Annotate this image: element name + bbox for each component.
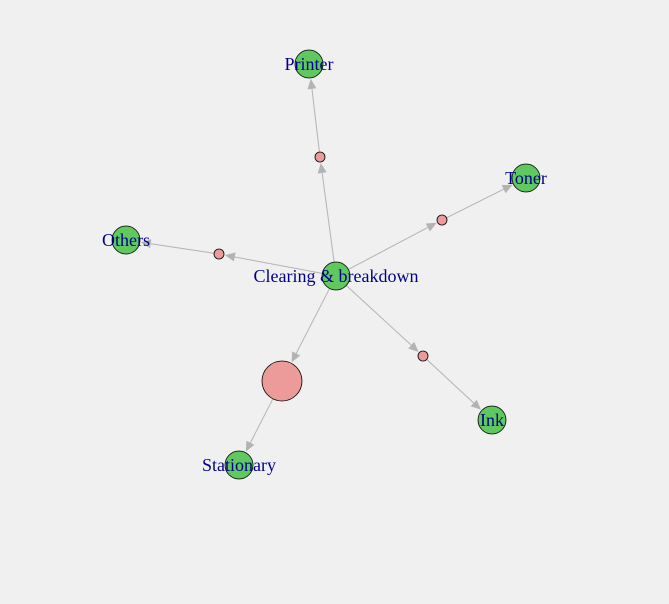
node-label-printer: Printer <box>285 54 334 74</box>
arrow-head-stationary <box>245 440 255 452</box>
item-node-printer <box>294 49 324 79</box>
nodes-layer <box>111 49 541 480</box>
edge-clearing-to-r_stationary <box>295 288 331 354</box>
arrow-head-r_stationary <box>291 351 301 363</box>
item-node-ink <box>477 405 507 435</box>
edge-r_ink-to-ink <box>426 359 475 404</box>
edge-r_toner-to-toner <box>446 188 504 219</box>
edge-clearing-to-r_ink <box>345 285 412 346</box>
arrow-head-r_printer <box>317 162 327 174</box>
item-node-toner <box>511 163 541 193</box>
node-label-toner: Toner <box>505 168 547 188</box>
edge-r_printer-to-printer <box>311 88 320 153</box>
edge-clearing-to-r_toner <box>348 227 429 270</box>
node-label-others: Others <box>102 230 150 250</box>
node-label-stationary: Stationary <box>202 455 276 475</box>
rule-node-ink <box>417 350 429 362</box>
item-node-stationary <box>224 450 254 480</box>
edge-clearing-to-r_others <box>234 256 323 274</box>
edge-r_stationary-to-stationary <box>249 398 274 443</box>
edges-layer <box>140 78 513 452</box>
node-label-clearing: Clearing & breakdown <box>254 266 419 286</box>
labels-layer: Clearing & breakdown PrinterTonerOthersSt… <box>102 54 547 475</box>
arrow-head-r_toner <box>425 222 437 232</box>
edge-r_others-to-others <box>150 243 215 254</box>
arrow-head-printer <box>307 78 317 90</box>
arrow-head-r_others <box>224 252 236 262</box>
node-label-ink: Ink <box>480 410 504 430</box>
arrow-head-ink <box>470 399 482 410</box>
item-node-others <box>111 225 141 255</box>
edge-clearing-to-r_printer <box>321 172 335 263</box>
arrow-head-toner <box>501 184 513 194</box>
arrow-head-others <box>140 239 152 249</box>
rule-node-others <box>213 248 225 260</box>
arrow-head-r_ink <box>408 341 419 352</box>
rule-node-stationary <box>261 360 303 402</box>
rule-node-toner <box>436 214 448 226</box>
item-node-clearing <box>321 261 351 291</box>
rule-node-printer <box>314 151 326 163</box>
